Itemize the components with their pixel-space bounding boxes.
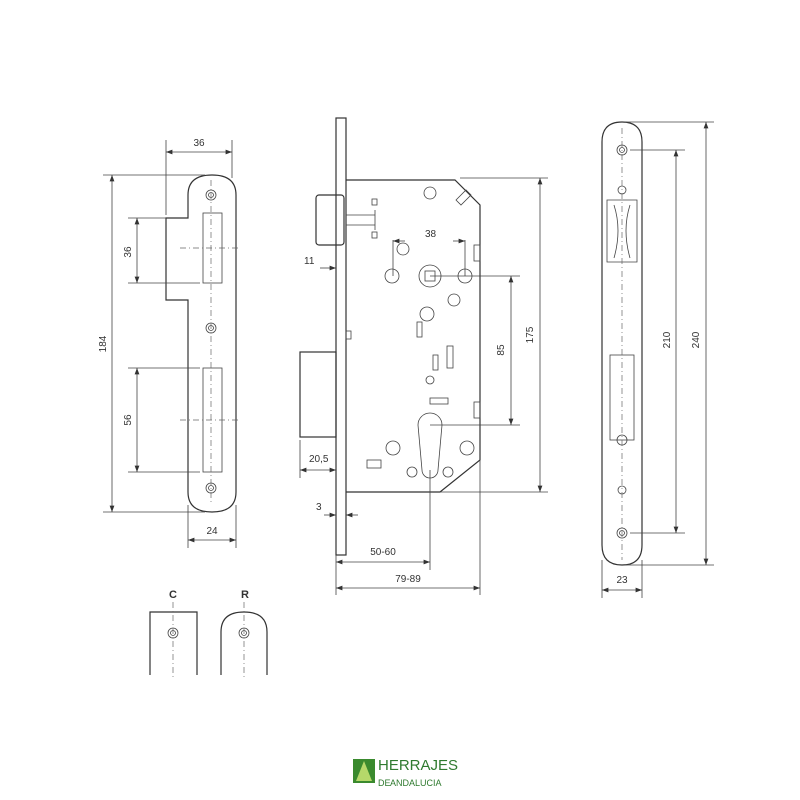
dim-case-depth: 79-89 <box>395 574 421 585</box>
lock-body-view: 11 38 85 175 20,5 3 50-60 79-89 <box>299 117 548 595</box>
variant-label-r: R <box>241 589 249 601</box>
faceplate-front-view: 210 240 23 <box>601 121 714 598</box>
variant-round: R <box>220 589 268 678</box>
dim-strike-width: 36 <box>193 138 205 149</box>
dim-faceplate-height: 240 <box>691 331 702 348</box>
dim-bolt-offset: 20,5 <box>309 454 329 465</box>
dim-screw-spacing: 210 <box>662 331 673 348</box>
dim-latch-height: 36 <box>123 246 134 258</box>
dim-strike-height: 184 <box>98 335 109 352</box>
dim-spindle-spacing: 38 <box>425 229 437 240</box>
dim-faceplate-thickness: 3 <box>316 502 322 513</box>
logo-region: ANDALUCIA <box>390 778 442 788</box>
variant-square: C <box>149 589 198 678</box>
variant-label-c: C <box>169 589 177 601</box>
herrajes-logo: HERRAJES DE ANDALUCIA <box>353 757 458 788</box>
strike-plate-view: 36 36 184 56 24 <box>98 138 240 548</box>
dim-strike-inner-width: 24 <box>206 526 218 537</box>
dim-case-height: 175 <box>525 326 536 343</box>
dim-center-distance: 85 <box>496 344 507 356</box>
dim-latch-offset: 11 <box>304 256 315 267</box>
logo-brand: HERRAJES <box>378 757 458 774</box>
dim-bolt-height: 56 <box>123 414 134 426</box>
dim-faceplate-width: 23 <box>616 575 628 586</box>
dim-backset: 50-60 <box>370 547 396 558</box>
logo-prefix: DE <box>378 778 391 788</box>
